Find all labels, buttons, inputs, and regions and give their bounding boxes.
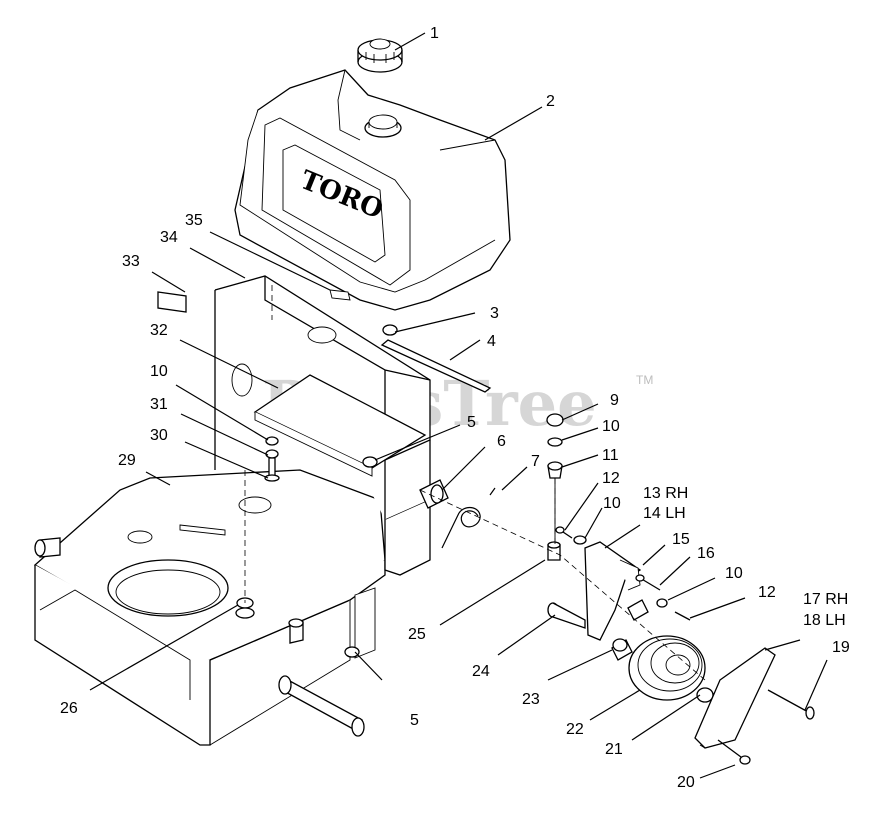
torsion-spring[interactable] — [441, 487, 496, 549]
callout-7: 7 — [531, 453, 540, 470]
washer-10-right[interactable] — [656, 598, 668, 608]
callout-21: 21 — [605, 741, 623, 758]
watermark-tm: TM — [636, 373, 653, 387]
washer-10-upper[interactable] — [547, 437, 563, 447]
mount-plate[interactable] — [253, 374, 427, 477]
spacer-11[interactable] — [547, 461, 563, 479]
spacer[interactable] — [419, 479, 449, 509]
callout-17-rh: 17 RH — [803, 591, 848, 608]
callout-12-right: 12 — [758, 584, 776, 601]
callout-1: 1 — [430, 25, 439, 42]
callout-13-rh: 13 RH — [643, 485, 688, 502]
knob-9[interactable] — [546, 413, 564, 427]
callout-6: 6 — [497, 433, 506, 450]
callout-19: 19 — [832, 639, 850, 656]
callout-20: 20 — [677, 774, 695, 791]
callout-22: 22 — [566, 721, 584, 738]
screw-12-upper[interactable] — [555, 526, 573, 539]
front-axle — [34, 537, 61, 558]
flange-nut-lower[interactable] — [344, 646, 360, 658]
tank-outlet — [329, 289, 351, 301]
callout-26: 26 — [60, 700, 78, 717]
callout-4: 4 — [487, 333, 496, 350]
washer-10-mid[interactable] — [573, 535, 587, 545]
callout-9: 9 — [610, 392, 619, 409]
callout-24: 24 — [472, 663, 490, 680]
decal[interactable] — [157, 291, 187, 313]
pivot-pin — [288, 618, 304, 644]
fuel-line[interactable] — [380, 339, 492, 393]
callout-5-lower: 5 — [410, 712, 419, 729]
callout-10-left: 10 — [150, 363, 168, 380]
main-frame[interactable] — [33, 469, 386, 746]
callout-16: 16 — [697, 545, 715, 562]
callout-3: 3 — [490, 305, 499, 322]
fuel-cap[interactable] — [357, 38, 403, 73]
lock-washer-31[interactable] — [265, 449, 279, 459]
spacer-23[interactable] — [611, 638, 633, 661]
callout-10-mid: 10 — [603, 495, 621, 512]
callout-35: 35 — [185, 212, 203, 229]
callout-10-right: 10 — [725, 565, 743, 582]
callout-31: 31 — [150, 396, 168, 413]
callout-34: 34 — [160, 229, 178, 246]
hose-clamp[interactable] — [382, 324, 398, 336]
callout-2: 2 — [546, 93, 555, 110]
idler-pulley[interactable] — [628, 635, 706, 701]
idler-bolt[interactable] — [547, 602, 586, 629]
callout-14-lh: 14 LH — [643, 505, 686, 522]
callout-32: 32 — [150, 322, 168, 339]
idler-arm[interactable] — [584, 541, 642, 641]
callout-23: 23 — [522, 691, 540, 708]
spacer-15[interactable] — [627, 599, 649, 621]
flange-nut-upper[interactable] — [362, 456, 378, 468]
washer-left-10[interactable] — [265, 436, 279, 446]
leader-lines — [89, 32, 828, 779]
callout-29: 29 — [118, 452, 136, 469]
bolt-19[interactable] — [767, 689, 815, 720]
callout-5-upper: 5 — [467, 414, 476, 431]
tank-filler-neck — [364, 114, 402, 138]
screw-12-right[interactable] — [674, 611, 691, 621]
callout-11: 11 — [602, 447, 619, 464]
callout-25: 25 — [408, 626, 426, 643]
screw-30[interactable] — [264, 457, 280, 482]
callout-33: 33 — [122, 253, 140, 270]
callout-labels: 1 2 3 4 5 5 6 7 9 10 10 10 10 11 12 12 1… — [60, 25, 850, 791]
idler-pivot[interactable] — [547, 541, 561, 561]
callout-18-lh: 18 LH — [803, 612, 846, 629]
callout-30: 30 — [150, 427, 168, 444]
callout-10-upper: 10 — [602, 418, 620, 435]
rear-axle — [278, 675, 365, 737]
callout-12-upper: 12 — [602, 470, 620, 487]
bolt-20[interactable] — [717, 739, 751, 765]
callout-15: 15 — [672, 531, 690, 548]
fuel-tank[interactable]: TORO — [234, 69, 511, 311]
belt-guide[interactable] — [694, 647, 776, 749]
bolt-16[interactable] — [635, 574, 661, 591]
assembly-centerlines — [244, 285, 706, 681]
